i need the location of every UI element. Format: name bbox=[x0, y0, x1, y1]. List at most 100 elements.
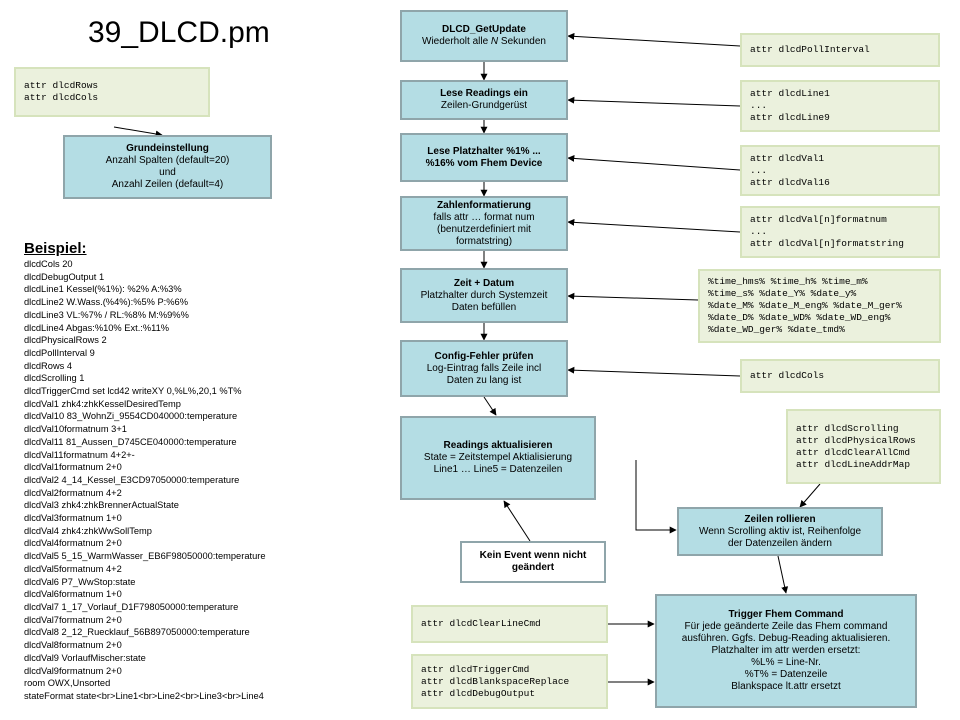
box-text: Blankspace lt.attr ersetzt bbox=[731, 681, 841, 692]
box-text: Zeilen-Grundgerüst bbox=[440, 100, 528, 111]
box-text: State = Zeitstempel Aktialisierung bbox=[423, 452, 573, 463]
box-text: %L% = Line-Nr. bbox=[751, 657, 821, 668]
arrow-rollieren-to-trigger bbox=[777, 555, 789, 594]
example-line: dlcdLine4 Abgas:%10% Ext.:%11% bbox=[24, 322, 170, 333]
attr-text: attr dlcdVal[n]formatnum bbox=[750, 214, 887, 225]
box-text: ausführen. Ggfs. Debug-Reading aktualisi… bbox=[681, 633, 891, 644]
zeilen-rollieren-box: Zeilen rollieren Wenn Scrolling aktiv is… bbox=[677, 507, 883, 556]
arrow-rows-cols-attr bbox=[113, 126, 163, 138]
box-title: Zeilen rollieren bbox=[744, 513, 816, 525]
box-title: Grundeinstellung bbox=[126, 143, 209, 154]
attr-text: attr dlcdCols bbox=[24, 92, 99, 103]
attr-text: attr dlcdVal[n]formatstring bbox=[750, 238, 904, 249]
example-line: dlcdTriggerCmd set lcd42 writeXY 0,%L%,2… bbox=[24, 386, 242, 397]
box-text: Daten zu lang ist bbox=[446, 374, 522, 386]
attr-text: attr dlcdLine9 bbox=[750, 112, 830, 123]
example-line: dlcdVal8 2_12_Ruecklauf_56B897050000:tem… bbox=[24, 627, 250, 638]
attr-text: attr dlcdTriggerCmd bbox=[421, 663, 530, 675]
page-title: 39_DLCD.pm bbox=[88, 16, 270, 49]
box-title: Lese Platzhalter %1% ... bbox=[427, 145, 541, 157]
attr-text: %date_M% %date_M_eng% %date_M_ger% bbox=[708, 300, 902, 311]
box-text: falls attr … format num bbox=[433, 211, 535, 223]
box-title: Kein Event wenn nicht bbox=[479, 550, 587, 561]
attr-text: attr dlcdPhysicalRows bbox=[796, 434, 916, 446]
example-line: dlcdVal5 5_15_WarmWasser_EB6F98050000:te… bbox=[24, 551, 266, 562]
arrow-config-to-readings bbox=[483, 396, 497, 416]
example-line: dlcdVal4formatnum 2+0 bbox=[24, 538, 122, 549]
box-title: Config-Fehler prüfen bbox=[434, 350, 534, 362]
box-title: Zahlenformatierung bbox=[437, 199, 531, 211]
attr-cols-box: attr dlcdCols bbox=[740, 359, 940, 393]
example-line: dlcdVal8formatnum 2+0 bbox=[24, 640, 122, 651]
arrow-poll-attr bbox=[567, 32, 741, 47]
box-title: Trigger Fhem Command bbox=[728, 609, 844, 620]
box-text: Line1 … Line5 = Datenzeilen bbox=[433, 464, 563, 475]
example-line: dlcdVal9 VorlaufMischer:state bbox=[24, 652, 146, 663]
box-title-2: geändert bbox=[511, 562, 555, 573]
lese-readings-box: Lese Readings ein Zeilen-Grundgerüst bbox=[400, 80, 568, 120]
attr-text: attr dlcdLineAddrMap bbox=[796, 458, 911, 470]
example-line: dlcdVal11 81_Aussen_D745CE040000:tempera… bbox=[24, 436, 237, 447]
attr-text: ... bbox=[750, 100, 768, 111]
zahlenformatierung-box: Zahlenformatierung falls attr … format n… bbox=[400, 196, 568, 251]
attr-text: attr dlcdScrolling bbox=[796, 422, 899, 434]
example-line: dlcdDebugOutput 1 bbox=[24, 271, 105, 282]
example-line: dlcdPollInterval 9 bbox=[24, 347, 95, 358]
example-line: dlcdVal4 zhk4:zhkWwSollTemp bbox=[24, 525, 152, 536]
example-line: dlcdLine1 Kessel(%1%): %2% A:%3% bbox=[24, 284, 182, 295]
attr-val-box: attr dlcdVal1 ... attr dlcdVal16 bbox=[740, 145, 940, 196]
attr-line-box: attr dlcdLine1 ... attr dlcdLine9 bbox=[740, 80, 940, 132]
trigger-box: Trigger Fhem Command Für jede geänderte … bbox=[655, 594, 917, 708]
attr-rows-cols-box: attr dlcdRows attr dlcdCols bbox=[14, 67, 210, 117]
example-line: dlcdRows 4 bbox=[24, 360, 73, 371]
box-text: Log-Eintrag falls Zeile incl bbox=[426, 362, 542, 374]
attr-format-box: attr dlcdVal[n]formatnum ... attr dlcdVa… bbox=[740, 206, 940, 258]
box-title: Zeit + Datum bbox=[453, 277, 515, 289]
attr-text: %date_WD_ger% %date_tmd% bbox=[708, 324, 845, 335]
arrow-val-attr bbox=[567, 154, 741, 171]
arrow-time-attr bbox=[567, 292, 699, 301]
example-heading: Beispiel: bbox=[24, 240, 87, 257]
box-text: (benutzerdefiniert mit bbox=[437, 223, 531, 235]
box-text: Daten befüllen bbox=[451, 301, 517, 313]
box-title: Lese Readings ein bbox=[440, 88, 528, 99]
get-update-box: DLCD_GetUpdate Wiederholt alle N Sekunde… bbox=[400, 10, 568, 62]
example-line: dlcdVal10 83_WohnZi_9554CD040000:tempera… bbox=[24, 411, 238, 422]
attr-text: %time_s% %date_Y% %date_y% bbox=[708, 288, 857, 299]
box-text: Platzhalter im attr werden ersetzt: bbox=[711, 645, 861, 656]
box-text: und bbox=[159, 167, 176, 178]
example-line: dlcdVal10formatnum 3+1 bbox=[24, 424, 127, 435]
attr-text: ... bbox=[750, 226, 768, 237]
example-line: dlcdLine2 W.Wass.(%4%):%5% P:%6% bbox=[24, 297, 188, 308]
attr-text: attr dlcdClearAllCmd bbox=[796, 446, 911, 458]
example-line: dlcdVal3 zhk4:zhkBrennerActualState bbox=[24, 500, 179, 511]
arrow-kein-event bbox=[503, 500, 531, 542]
zeit-datum-box: Zeit + Datum Platzhalter durch Systemzei… bbox=[400, 268, 568, 323]
box-text: formatstring) bbox=[455, 235, 513, 247]
example-line: dlcdVal3formatnum 1+0 bbox=[24, 513, 122, 524]
example-line: dlcdVal9formatnum 2+0 bbox=[24, 665, 122, 676]
example-line: dlcdVal2 4_14_Kessel_E3CD97050000:temper… bbox=[24, 474, 240, 485]
attr-time-box: %time_hms% %time_h% %time_m% %time_s% %d… bbox=[698, 269, 941, 343]
example-line: dlcdVal2formatnum 4+2 bbox=[24, 487, 122, 498]
example-line: dlcdVal6 P7_WwStop:state bbox=[24, 576, 136, 587]
attr-text: attr dlcdPollInterval bbox=[750, 44, 870, 55]
example-line: dlcdVal6formatnum 1+0 bbox=[24, 589, 122, 600]
example-line: dlcdVal5formatnum 4+2 bbox=[24, 563, 122, 574]
example-line: dlcdVal11formatnum 4+2+- bbox=[24, 449, 135, 460]
attr-text: attr dlcdDebugOutput bbox=[421, 687, 536, 699]
box-text: Wenn Scrolling aktiv ist, Reihenfolge bbox=[698, 525, 862, 537]
attr-trigger-box: attr dlcdTriggerCmd attr dlcdBlankspaceR… bbox=[411, 654, 608, 709]
attr-text: %date_D% %date_WD% %date_WD_eng% bbox=[708, 312, 891, 323]
example-line: dlcdVal7formatnum 2+0 bbox=[24, 614, 122, 625]
box-text: Anzahl Spalten (default=20) bbox=[105, 155, 230, 166]
attr-text: %time_hms% %time_h% %time_m% bbox=[708, 276, 868, 287]
box-text: der Datenzeilen ändern bbox=[728, 537, 832, 549]
attr-text: attr dlcdClearLineCmd bbox=[421, 618, 541, 629]
box-text: Wiederholt alle N Sekunden bbox=[422, 36, 546, 47]
kein-event-box: Kein Event wenn nicht geändert bbox=[460, 541, 606, 583]
box-text: %T% = Datenzeile bbox=[744, 669, 828, 680]
